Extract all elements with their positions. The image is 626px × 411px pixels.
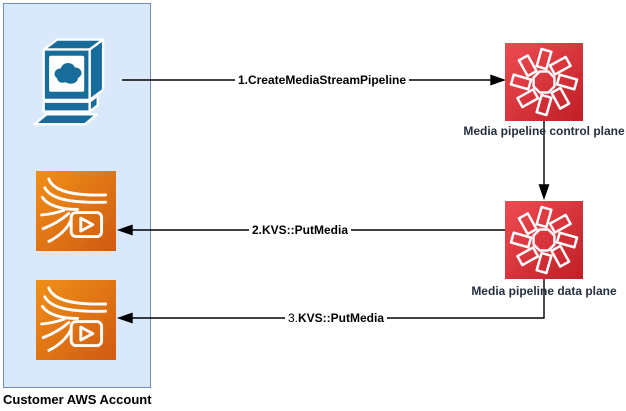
customer-aws-account-label: Customer AWS Account	[3, 392, 152, 407]
edge-label-put-media-2: 2.KVS::PutMedia	[248, 223, 352, 237]
edge-put-media-3	[116, 275, 545, 324]
client-workstation-cloud-icon	[33, 38, 105, 126]
kinesis-video-streams-icon	[40, 286, 108, 352]
data-plane-label: Media pipeline data plane	[471, 284, 617, 298]
edge-control-to-data	[538, 121, 550, 201]
edge-label-create-pipeline: 1.CreateMediaStreamPipeline	[234, 73, 410, 87]
edge-label-text: KVS::PutMedia	[298, 311, 385, 325]
client-workstation-node	[32, 36, 122, 126]
kvs-stream-bottom-node	[36, 280, 116, 360]
cloud-glyph	[54, 63, 82, 84]
chime-media-pipeline-icon	[509, 205, 579, 275]
kinesis-video-streams-icon	[40, 177, 108, 243]
media-pipeline-control-plane-node	[505, 43, 583, 121]
chime-media-pipeline-icon	[509, 47, 579, 117]
media-pipeline-data-plane-node	[505, 201, 583, 279]
control-plane-label: Media pipeline control plane	[463, 124, 625, 138]
edge-label-put-media-3: 3.KVS::PutMedia	[284, 311, 388, 325]
edge-label-number: 3.	[287, 311, 298, 325]
kvs-stream-top-node	[36, 171, 116, 251]
